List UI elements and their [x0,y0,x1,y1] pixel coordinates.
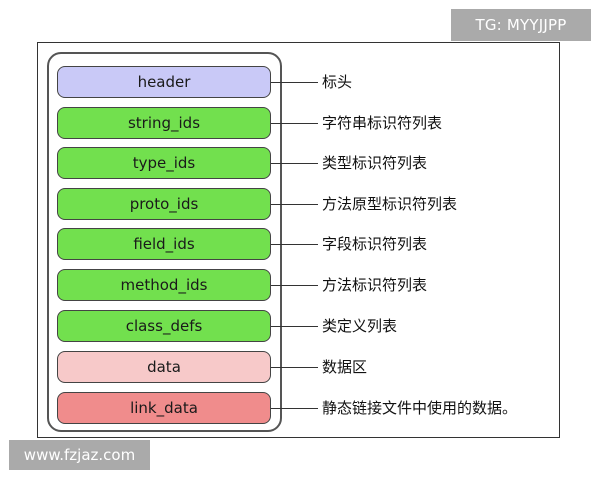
section-class-defs: class_defs [57,310,271,342]
connector-type-ids [271,163,318,164]
description-proto-ids: 方法原型标识符列表 [322,195,458,213]
description-field-ids: 字段标识符列表 [322,235,428,253]
section-proto-ids: proto_ids [57,188,271,220]
section-field-ids: field_ids [57,228,271,260]
section-type-ids: type_ids [57,147,271,179]
connector-proto-ids [271,204,318,205]
dex-structure-container [47,52,282,432]
connector-data [271,367,318,368]
connector-field-ids [271,244,318,245]
connector-header [271,82,318,83]
description-class-defs: 类定义列表 [322,317,398,335]
connector-link-data [271,408,318,409]
section-method-ids: method_ids [57,269,271,301]
connector-class-defs [271,326,318,327]
description-link-data: 静态链接文件中使用的数据。 [322,399,518,417]
watermark-bottom: www.fzjaz.com [9,440,150,470]
connector-string-ids [271,123,318,124]
connector-method-ids [271,285,318,286]
description-method-ids: 方法标识符列表 [322,276,428,294]
section-string-ids: string_ids [57,107,271,139]
description-type-ids: 类型标识符列表 [322,154,428,172]
section-link-data: link_data [57,392,271,424]
description-header: 标头 [322,73,353,91]
description-string-ids: 字符串标识符列表 [322,114,443,132]
section-data: data [57,351,271,383]
watermark-top: TG: MYYJJPP [451,9,591,41]
section-header: header [57,66,271,98]
description-data: 数据区 [322,358,368,376]
